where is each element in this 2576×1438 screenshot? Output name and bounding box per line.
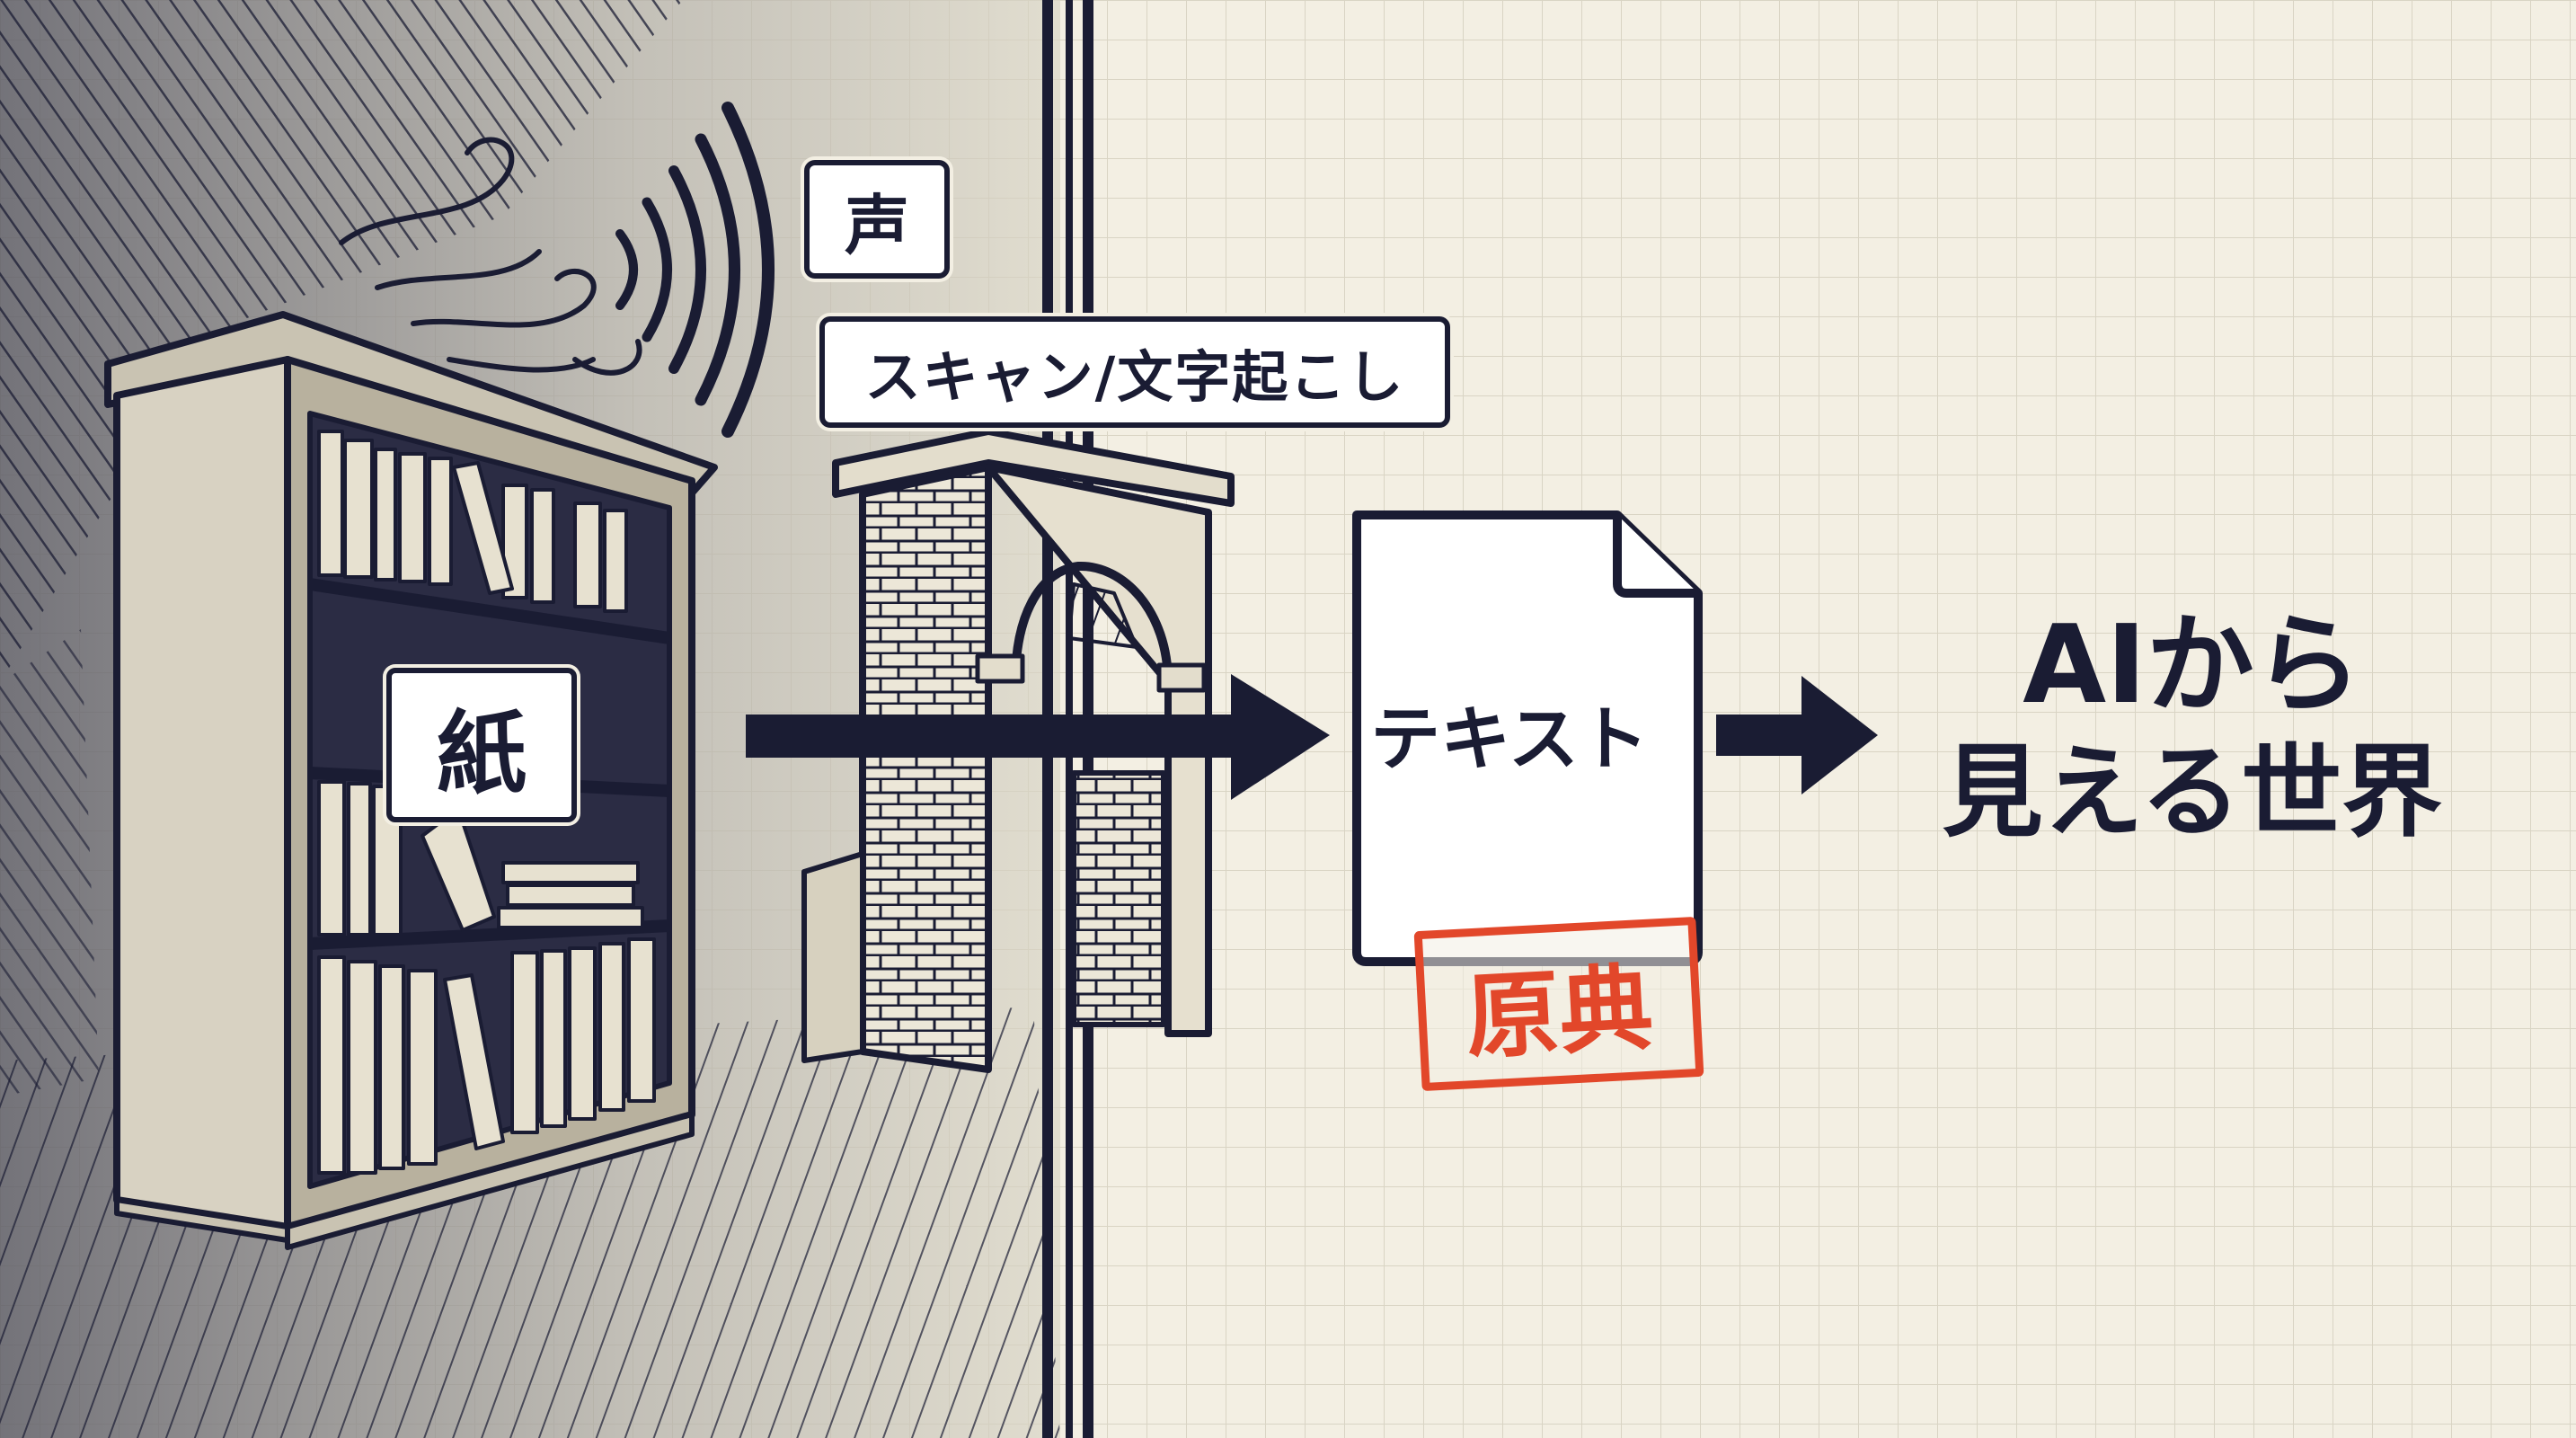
ai-world-heading-line1: AIから xyxy=(2023,603,2362,728)
wind-swirl-icon xyxy=(339,137,642,376)
sound-wave-icon xyxy=(615,102,775,438)
bookshelf-icon xyxy=(104,311,718,1250)
arrow-right-icon xyxy=(746,674,1330,800)
paper-label: 紙 xyxy=(386,668,577,822)
ai-world-heading: AIから 見える世界 xyxy=(1905,600,2480,855)
document-icon xyxy=(1352,510,1703,966)
arrow-right-icon-2 xyxy=(1716,676,1878,794)
voice-label: 声 xyxy=(804,160,950,279)
text-document-label: テキスト xyxy=(1370,699,1649,780)
scan-transcribe-label: スキャン/文字起こし xyxy=(819,316,1450,428)
arch-gate-icon xyxy=(801,428,1235,1073)
original-source-stamp: 原典 xyxy=(1413,916,1704,1092)
ai-world-heading-line2: 見える世界 xyxy=(1942,734,2443,852)
